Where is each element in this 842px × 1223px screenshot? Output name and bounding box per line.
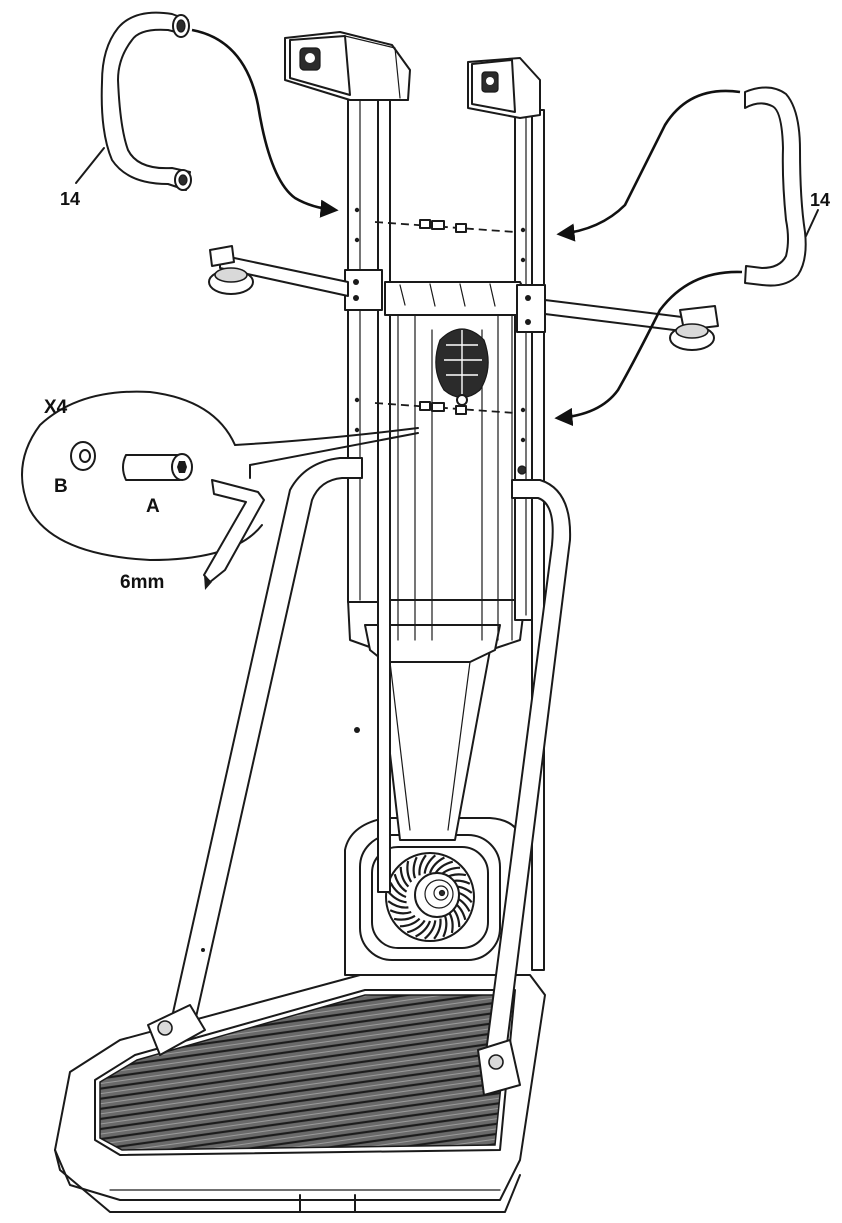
fan-blade	[428, 856, 445, 874]
base-platform	[54, 974, 546, 1213]
right-handlebar	[744, 86, 807, 287]
left-pulley-cap	[284, 31, 411, 101]
fan-icon	[385, 852, 475, 942]
fan-blade	[406, 860, 413, 883]
right-handlebar-upper-arrow	[556, 89, 741, 242]
resistance-unit	[435, 328, 489, 406]
fan-blade	[387, 890, 407, 904]
motor-housing	[344, 817, 523, 976]
right-handlebar-lower-arrow	[554, 270, 743, 427]
washer-b-icon	[70, 441, 96, 471]
right-swing-arm	[544, 299, 719, 351]
right-handrail	[477, 465, 572, 1096]
quantity-label: X4	[44, 397, 68, 418]
fan-blade	[399, 866, 410, 888]
left-handlebar-arrow	[191, 28, 339, 218]
left-part-number-label: 14	[60, 189, 80, 209]
left-handrail	[147, 457, 363, 1056]
bolt-label: A	[146, 496, 160, 517]
fan-blade	[433, 918, 442, 940]
hex-wrench-icon	[203, 479, 265, 590]
fan-blade	[399, 917, 421, 928]
washer-label: B	[54, 476, 68, 497]
fan-blade	[387, 900, 409, 909]
fan-blade	[406, 919, 426, 934]
left-upright	[347, 91, 391, 893]
center-column-shroud	[347, 599, 526, 841]
bolt-a-icon	[122, 453, 193, 481]
left-handlebar	[100, 11, 192, 191]
hardware-detail-callout	[21, 390, 419, 590]
fan-blade	[412, 856, 418, 879]
crossbar-assembly	[344, 269, 546, 333]
fan-blade	[389, 882, 407, 899]
fan-blade	[415, 920, 432, 938]
left-part-leader	[75, 147, 105, 184]
wrench-size-label: 6mm	[120, 572, 164, 593]
fan-blade	[423, 854, 437, 874]
right-pulley-cap	[467, 57, 541, 119]
right-part-number-label: 14	[810, 190, 830, 210]
fan-blade	[393, 914, 416, 921]
fan-blade	[442, 915, 448, 938]
fan-blade	[423, 920, 437, 940]
fan-blade	[418, 854, 427, 876]
right-part-leader	[805, 209, 819, 237]
left-bolt-insertion-upper	[374, 219, 516, 233]
fan-blade	[393, 873, 408, 893]
left-bolt-insertion-lower	[374, 401, 516, 415]
fan-blade	[389, 909, 412, 915]
left-swing-arm	[208, 245, 349, 297]
